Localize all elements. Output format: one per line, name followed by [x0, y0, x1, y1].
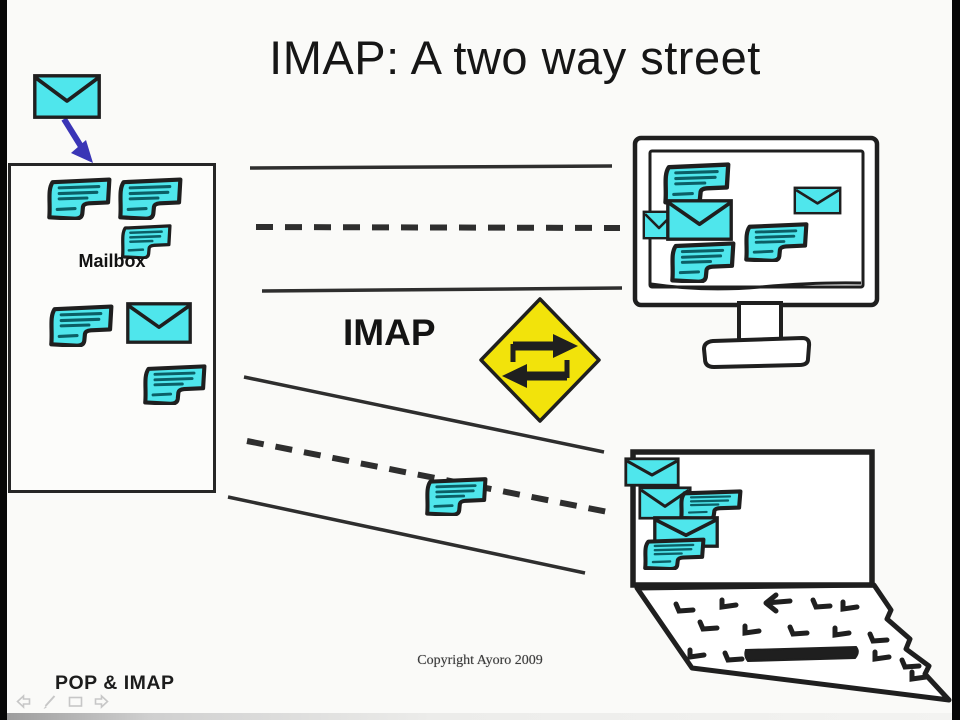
incoming-arrow	[61, 117, 93, 163]
envelope-icon	[793, 186, 842, 215]
note-icon	[669, 240, 736, 283]
envelope-icon	[666, 199, 733, 241]
presenter-toolbar	[15, 694, 110, 709]
imap-label: IMAP	[343, 312, 436, 353]
note-icon	[642, 537, 706, 570]
road-horizontal	[249, 164, 623, 293]
note-icon	[662, 161, 731, 205]
envelope-icon	[33, 74, 101, 119]
next-arrow-icon[interactable]	[93, 694, 110, 709]
note-icon	[48, 303, 114, 347]
left-arrow-key-icon	[763, 592, 793, 614]
letterbox-left	[0, 0, 7, 720]
letterbox-right	[952, 0, 960, 720]
note-icon	[120, 223, 172, 259]
pen-icon[interactable]	[41, 694, 58, 709]
previous-arrow-icon[interactable]	[15, 694, 32, 709]
road-diagonal	[227, 375, 609, 575]
slide-title: IMAP: A two way street	[269, 31, 761, 84]
copyright-text: Copyright Ayoro 2009	[417, 653, 543, 668]
two-way-traffic-sign-icon	[479, 297, 601, 423]
note-icon	[743, 221, 809, 262]
envelope-icon	[624, 457, 680, 487]
note-icon	[117, 176, 183, 220]
slide-menu-icon[interactable]	[67, 694, 84, 709]
note-icon	[46, 176, 112, 220]
envelope-icon	[126, 302, 192, 344]
footer-title: POP & IMAP	[55, 672, 175, 694]
mailbox-label: Mailbox	[78, 251, 146, 271]
laptop-keyboard-keys	[673, 597, 929, 682]
laptop-touchpad	[744, 645, 859, 663]
note-icon	[424, 476, 488, 516]
bottom-strip	[7, 713, 952, 720]
note-icon	[142, 363, 207, 405]
